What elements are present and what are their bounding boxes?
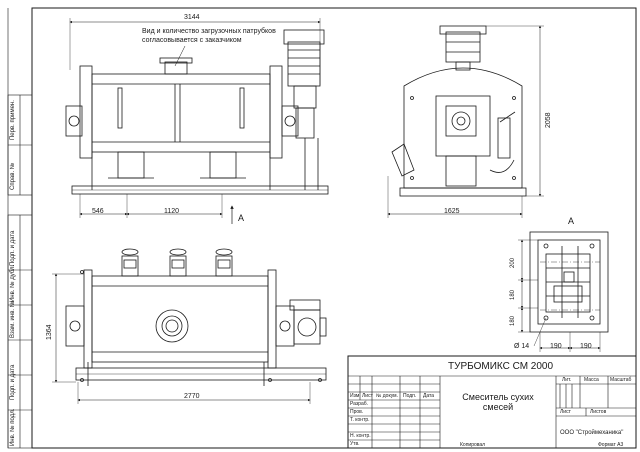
side-view [387,25,544,218]
stamp-perv-primen: Перв. примен. [10,100,16,140]
col-sign: Подп. [403,393,417,399]
plan-view [52,248,327,404]
stamp-podp-data-2: Подп. и дата [10,364,16,400]
row-tkontr: Т. контр. [350,417,370,423]
col-list: Лист [362,393,373,399]
product-name: Смеситель сухих смесей [444,392,552,412]
stamp-podp-data-1: Подп. и дата [10,230,16,266]
stamp-sprav: Справ. № [10,162,16,190]
title-block-grid [347,355,637,449]
label-lit: Лит. [562,377,572,383]
row-nkontr: Н. контр. [350,433,371,439]
stamp-inv-dubl: Инв. № дубл. [10,264,16,302]
front-view [65,18,329,224]
stamp-inv-podl: Инв. № подл. [10,408,16,446]
side-stamp [7,94,33,449]
col-izm: Изм [350,393,360,399]
stamp-vzam-inv: Взам. инв. № [10,300,16,338]
label-masshtab: Масштаб [610,377,632,383]
dim-a-width-1: 190 [550,343,562,350]
note-line-1: Вид и количество загрузочных патрубков [142,28,276,35]
dim-a-height-3: 180 [510,315,516,326]
company-name: ООО "Строймеханика" [560,430,624,436]
row-razrab: Разраб. [350,401,369,407]
dim-height-side: 2058 [545,112,552,128]
label-massa: Масса [584,377,599,383]
dim-side-width: 1625 [444,208,460,215]
label-format: Формат А3 [598,442,624,448]
dim-a-height-1: 200 [510,257,516,268]
view-arrow-label: A [238,213,245,223]
detail-view-a [518,231,609,352]
dim-plan-depth: 1364 [46,324,53,340]
dim-a-width-2: 190 [580,343,592,350]
dim-offset-left: 546 [92,208,104,215]
row-utv: Утв. [350,441,360,447]
col-date: Дата [423,393,435,399]
dim-a-height-2: 180 [510,289,516,300]
dim-plan-length: 2770 [184,393,200,400]
product-title: ТУРБОМИКС СМ 2000 [448,361,554,372]
note-line-2: согласовывается с заказчиком [142,37,242,44]
product-name-line-1: Смеситель сухих [462,392,534,402]
label-list: Лист [560,409,571,415]
label-kopiroval: Копировал [460,442,486,448]
label-listov: Листов [590,409,607,415]
dim-hole-dia: Ø 14 [514,343,530,350]
dim-overall-length: 3144 [184,14,200,21]
row-prov: Пров. [350,409,364,415]
product-name-line-2: смесей [482,402,514,412]
col-doc: № докум. [376,393,398,399]
dim-leg-spacing: 1120 [164,208,180,215]
section-label-a: A [568,216,575,226]
